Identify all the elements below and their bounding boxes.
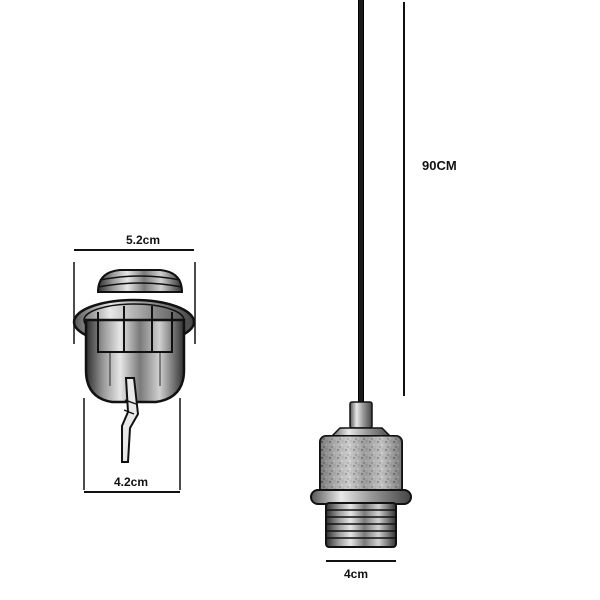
cord-grip	[349, 401, 373, 429]
socket-bottom-width-label: 4.2cm	[114, 475, 148, 489]
socket-closeup: 5.2cm 4.2cm	[72, 233, 196, 493]
holder-width-label: 4cm	[344, 567, 368, 581]
holder-collar-ring	[310, 489, 412, 505]
pendant-assembly: 90CM 4cm	[310, 0, 457, 581]
socket-thread-top	[96, 269, 184, 293]
power-cord	[358, 0, 364, 402]
socket-cable	[121, 377, 140, 463]
cord-length-label: 90CM	[422, 158, 457, 173]
socket-top-width-label: 5.2cm	[126, 233, 160, 247]
holder-thread	[325, 502, 397, 548]
